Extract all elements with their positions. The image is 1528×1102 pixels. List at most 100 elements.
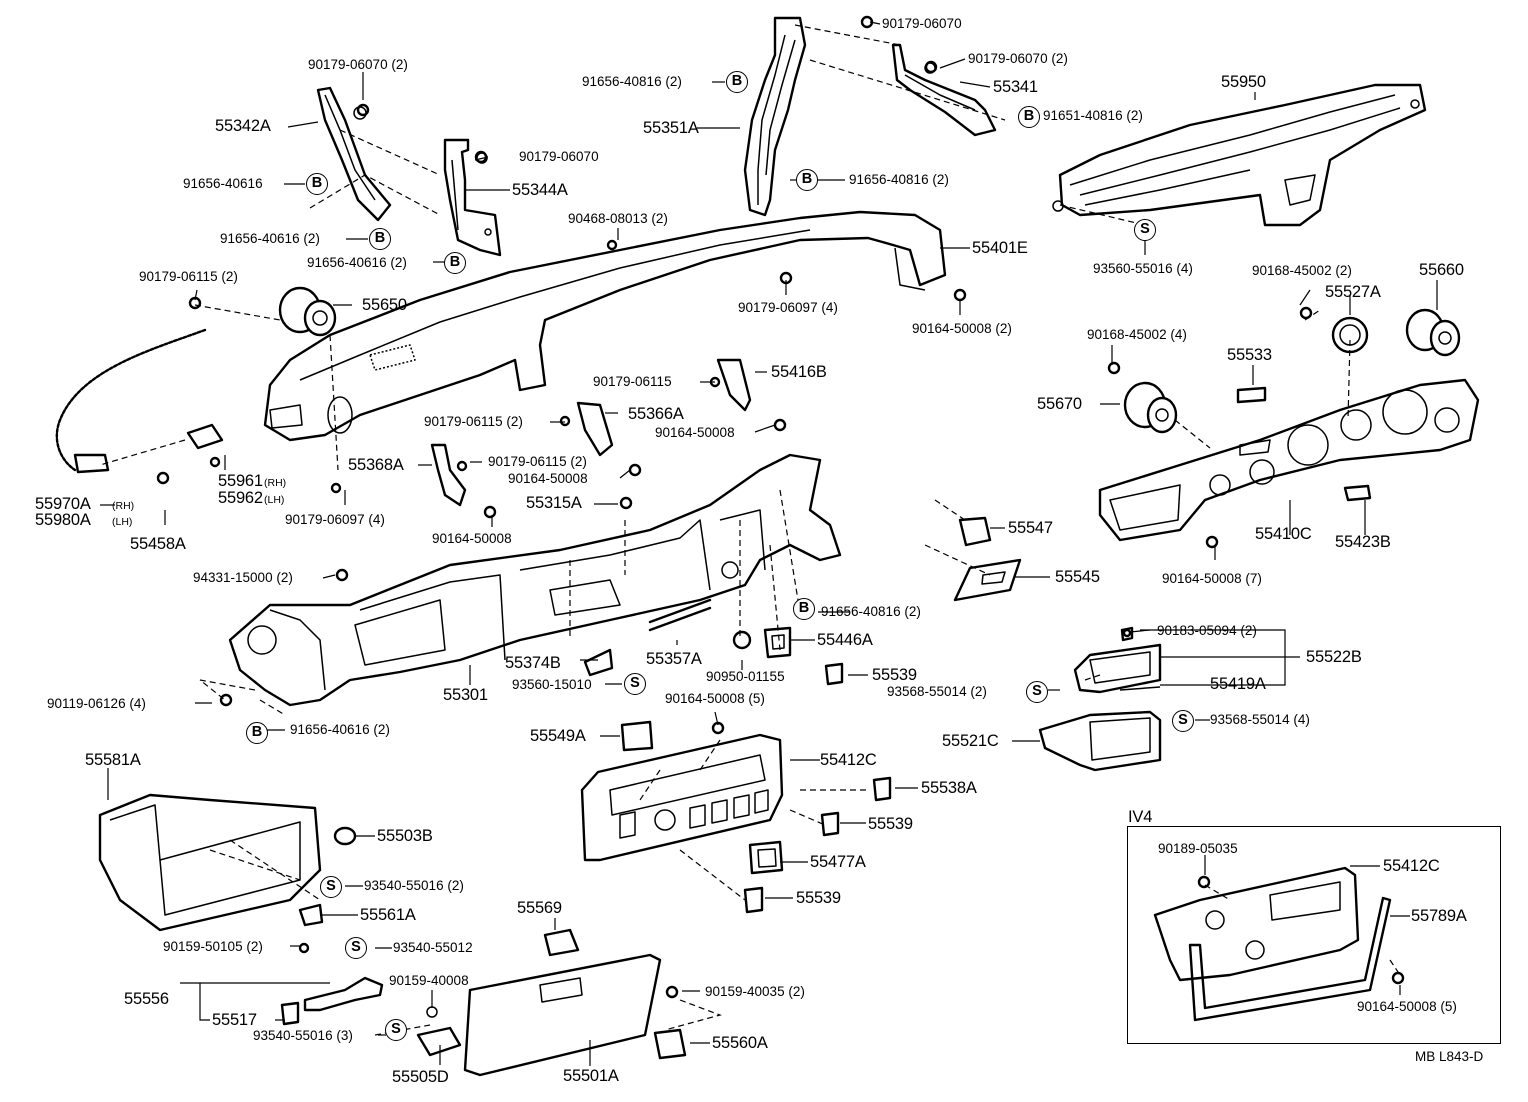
label-93540-55016-3: 93540-55016 (3): [253, 1028, 353, 1043]
part-55412C-inset-panel: [1153, 866, 1360, 982]
part-55446A-knob: [763, 626, 792, 659]
label-91656-40816-2: 91656-40816 (2): [849, 172, 949, 187]
label-90183-05094-2: 90183-05094 (2): [1157, 623, 1257, 638]
label-55412C: 55412C: [820, 751, 877, 769]
leader-lines: [100, 21, 1438, 1066]
fasteners: [156, 15, 1405, 999]
part-55521C-box: [1038, 710, 1162, 772]
part-55539c-cover: [743, 886, 764, 914]
label-90179-06115: 90179-06115: [593, 374, 672, 389]
part-55533-cover: [1236, 386, 1267, 404]
label-55980A: 55980A: [35, 511, 91, 529]
label-55549A: 55549A: [530, 727, 586, 745]
part-55505D-hinge: [416, 1006, 462, 1057]
label-55539: 55539: [872, 666, 917, 684]
marker-b: B: [246, 722, 268, 744]
part-55950-duct: [1052, 83, 1427, 227]
label-90164-50008-5: 90164-50008 (5): [1357, 999, 1457, 1014]
marker-s: S: [320, 876, 342, 898]
label-55569: 55569: [517, 899, 562, 917]
label-55503B: 55503B: [377, 827, 433, 845]
label-55670: 55670: [1037, 395, 1082, 413]
label-55301: 55301: [443, 686, 488, 704]
label-55401E: 55401E: [972, 239, 1028, 257]
label-55315A: 55315A: [526, 494, 582, 512]
label-91651-40816-2: 91651-40816 (2): [1043, 108, 1143, 123]
marker-b: B: [306, 173, 328, 195]
label-90159-40008: 90159-40008: [389, 973, 469, 988]
marker-b: B: [1018, 106, 1040, 128]
label-55477A: 55477A: [810, 853, 866, 871]
part-55503B-bumper: [333, 826, 357, 846]
label-55539: 55539: [796, 889, 841, 907]
label-55547: 55547: [1008, 519, 1053, 537]
label-55344A: 55344A: [512, 181, 568, 199]
label-55962: 55962: [218, 489, 263, 507]
label-90168-45002-2: 90168-45002 (2): [1252, 263, 1352, 278]
part-55423B-cover: [1343, 484, 1372, 502]
part-55357A-rod: [648, 598, 712, 632]
part-55344A-bracket: [443, 138, 502, 257]
marker-s: S: [624, 673, 646, 695]
label-55560A: 55560A: [712, 1034, 768, 1052]
inset-iv4-frame: [1127, 826, 1501, 1044]
label-55366A: 55366A: [628, 405, 684, 423]
label-55961: 55961: [218, 472, 263, 490]
part-55789A-trim: [1188, 896, 1392, 1022]
label-55416B: 55416B: [771, 363, 827, 381]
part-55419A-ashtray: [1073, 643, 1162, 694]
label-93568-55014-4: 93568-55014 (4): [1210, 712, 1310, 727]
label-55950: 55950: [1221, 73, 1266, 91]
label-55357A: 55357A: [646, 650, 702, 668]
marker-b: B: [793, 598, 815, 620]
part-55374B-clip: [583, 648, 614, 677]
label-90468-08013-2: 90468-08013 (2): [568, 211, 668, 226]
label-55423B: 55423B: [1335, 533, 1391, 551]
part-55650-vent: [278, 286, 337, 337]
part-55539b-cover: [820, 811, 840, 837]
marker-s: S: [1172, 710, 1194, 732]
label-90179-06070-2: 90179-06070 (2): [968, 51, 1068, 66]
label-55410C: 55410C: [1255, 525, 1312, 543]
label-55538A: 55538A: [921, 779, 977, 797]
label-55970A: 55970A: [35, 495, 91, 513]
label-55539: 55539: [868, 815, 913, 833]
label-55341: 55341: [993, 78, 1038, 96]
part-55412C-center-panel: [580, 733, 784, 862]
label-90179-06070: 90179-06070: [519, 149, 599, 164]
part-55581A-glovebox: [98, 793, 322, 932]
part-55560A-catch: [653, 1028, 687, 1060]
label-55556: 55556: [124, 990, 169, 1008]
part-55527A-ring: [1331, 316, 1369, 354]
label-55970A-rh: (RH): [112, 500, 135, 512]
part-55670-vent: [1123, 381, 1178, 434]
label-90950-01155: 90950-01155: [706, 669, 785, 684]
marker-b: B: [444, 252, 466, 274]
part-55517-stopper: [280, 1001, 300, 1026]
part-55351A-bracket: [743, 16, 807, 217]
label-90179-06115-2: 90179-06115 (2): [424, 414, 523, 429]
part-55970A-hose: [55, 328, 207, 474]
label-55545: 55545: [1055, 568, 1100, 586]
label-91656-40616: 91656-40616: [183, 176, 263, 191]
label-90164-50008: 90164-50008: [655, 425, 735, 440]
label-55501A: 55501A: [563, 1067, 619, 1085]
label-55980A-lh: (LH): [112, 516, 133, 528]
part-55547-bracket: [958, 516, 992, 547]
label-55517: 55517: [212, 1011, 257, 1029]
label-93540-55016-2: 93540-55016 (2): [364, 878, 464, 893]
part-55961-bracket: [186, 423, 224, 450]
part-55368A-bracket: [430, 443, 467, 507]
marker-b: B: [369, 228, 391, 250]
part-55342A-bracket: [316, 86, 392, 222]
label-91656-40816-2: 91656-40816 (2): [821, 604, 921, 619]
label-90159-40035-2: 90159-40035 (2): [705, 984, 805, 999]
marker-s: S: [345, 937, 367, 959]
marker-b: B: [796, 169, 818, 191]
marker-s: S: [385, 1019, 407, 1041]
label-90179-06070: 90179-06070: [882, 16, 962, 31]
label-90179-06115-2: 90179-06115 (2): [139, 269, 238, 284]
marker-s: S: [1134, 219, 1156, 241]
part-55366A-bracket: [576, 401, 614, 457]
